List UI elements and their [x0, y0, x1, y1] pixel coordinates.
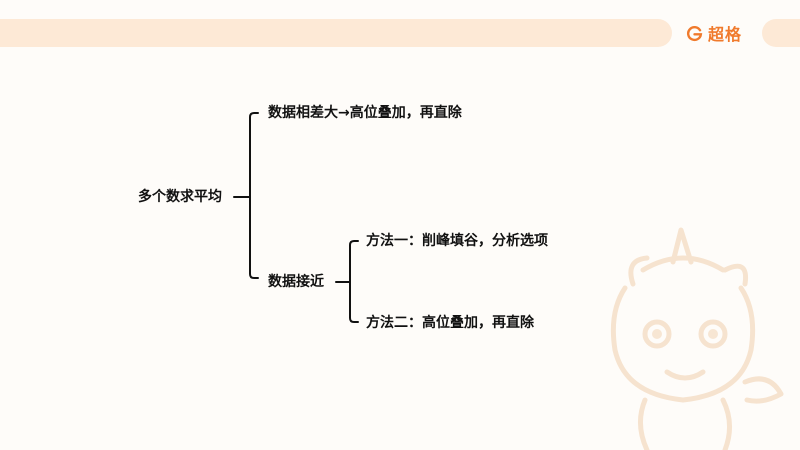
- branch-close-values: 数据接近: [268, 274, 324, 290]
- sub-bracket: [349, 240, 359, 323]
- mindmap-root: 多个数求平均: [138, 189, 222, 205]
- unicorn-mascot-watermark: [610, 227, 784, 450]
- top-banner-bar: [0, 19, 672, 47]
- brand-logo: 超格: [686, 22, 742, 44]
- branch-bracket: [249, 112, 259, 279]
- top-banner-end: [762, 19, 800, 47]
- method-two: 方法二：高位叠加，再直除: [366, 315, 534, 331]
- branch-large-difference: 数据相差大→高位叠加，再直除: [268, 105, 462, 121]
- brand-name: 超格: [708, 25, 743, 44]
- brand-logo-icon: [687, 25, 703, 41]
- method-one: 方法一：削峰填谷，分析选项: [366, 233, 548, 249]
